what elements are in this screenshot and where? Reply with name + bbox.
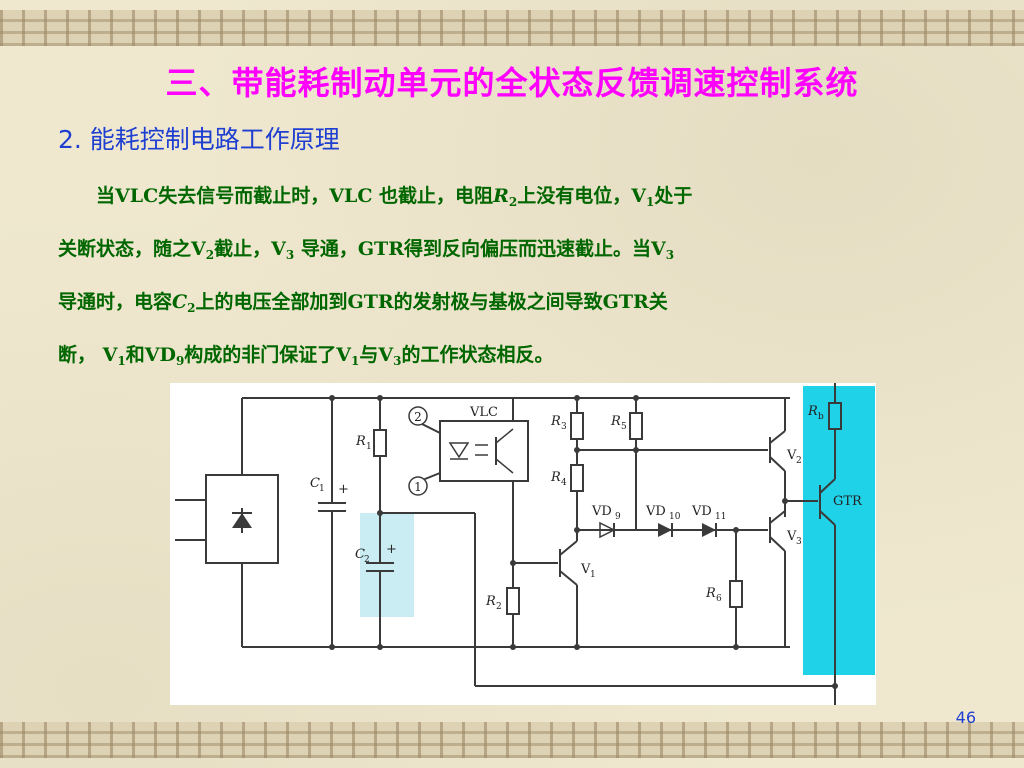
v2-label: V [786,448,797,463]
c1-label-sub: 1 [319,484,325,494]
vd9-label-sub: 9 [615,512,621,522]
vd9-label: VD [591,504,612,519]
r5-resistor [629,412,643,440]
gtr-emitter-lead [819,510,836,526]
circuit-diagram: 2 1 VLC R 1 C 1 + C 2 + R 2 R 3 R 4 R 5 … [175,383,875,705]
c1-plus-label: + [338,482,349,497]
page-number: 46 [955,708,976,727]
v2-emitter-lead [769,456,786,472]
paragraph-line-1: 当VLC失去信号而截止时，VLC 也截止，电阻R2上没有电位，V1处于 [96,185,693,209]
slide-title: 三、带能耗制动单元的全状态反馈调速控制系统 [165,64,859,102]
r1-label-sub: 1 [366,442,372,452]
vlc-label: VLC [469,405,498,420]
paragraph-line-2: 关断状态，随之V2截止，V3 导通，GTR得到反向偏压而迅速截止。当V3 [58,238,675,262]
gtr-label: GTR [833,494,863,509]
r6-label-sub: 6 [716,594,722,604]
v1-label-sub: 1 [590,570,596,580]
v3-label: V [786,529,797,544]
v3-collector-lead [769,510,786,524]
junction-dot [574,447,580,453]
vd11-diode-icon [702,523,716,537]
gtr-collector-lead [819,478,836,494]
r3-label-sub: 3 [561,422,567,432]
rectifier-diode-icon [232,513,252,528]
junction-dot [832,683,838,689]
r6-label: R [705,586,716,601]
vd11-label-sub: 11 [715,512,726,522]
rb-label: R [807,404,818,419]
r5-label: R [610,414,621,429]
vlc-optocoupler [439,420,529,482]
junction-dot [633,447,639,453]
rb-label-sub: b [818,412,824,422]
junction-dot [633,395,639,401]
junction-dot [377,395,383,401]
v1-emitter-lead [559,570,578,586]
c1-label: C [310,476,320,491]
junction-dot [574,644,580,650]
paragraph-line-3: 导通时，电容C2上的电压全部加到GTR的发射极与基极之间导致GTR关 [58,291,668,315]
vd10-label-sub: 10 [669,512,681,522]
vd10-label: VD [645,504,666,519]
junction-dot [782,498,788,504]
r3-resistor [570,412,584,440]
v1-label: V [580,562,591,577]
junction-dot [329,644,335,650]
v2-collector-lead [769,430,786,444]
gtr-highlight [803,386,875,675]
r6-resistor [729,580,743,608]
circuit-diagram-panel: 2 1 VLC R 1 C 1 + C 2 + R 2 R 3 R 4 R 5 … [170,383,876,705]
junction-dot [329,395,335,401]
r1-label: R [355,434,366,449]
junction-dot [377,510,383,516]
top-decorative-border [0,10,1024,46]
junction-dot [733,527,739,533]
junction-dot [377,644,383,650]
c2-label-sub: 2 [364,555,370,565]
r3-label: R [550,414,561,429]
vlc-phototransistor-emitter [495,458,514,474]
vd10-diode-icon [658,523,672,537]
terminal-1-label: 1 [414,480,422,494]
terminal-2-circle [408,406,428,426]
r4-label-sub: 4 [561,478,567,488]
junction-dot [574,395,580,401]
v1-collector-lead [559,540,578,556]
c2-highlight [360,513,414,617]
vd9-diode-icon [599,521,616,539]
r2-resistor [506,587,520,615]
r2-label: R [485,594,496,609]
vlc-led-icon [448,442,470,459]
terminal-1-circle [408,476,428,496]
vlc-phototransistor-collector [495,428,514,444]
junction-dot [510,560,516,566]
bottom-decorative-border [0,722,1024,758]
r4-label: R [550,470,561,485]
r5-label-sub: 5 [621,422,627,432]
terminal-2-label: 2 [414,410,422,424]
c2-label: C [355,547,365,562]
vd11-label: VD [691,504,712,519]
v3-emitter-lead [769,536,786,552]
rectifier-block [205,474,279,564]
r2-label-sub: 2 [496,602,502,612]
v2-label-sub: 2 [796,456,802,466]
r4-resistor [570,464,584,492]
paragraph-line-4: 断， V1和VD9构成的非门保证了V1与V3的工作状态相反。 [58,344,554,368]
explanation-paragraph: 当VLC失去信号而截止时，VLC 也截止，电阻R2上没有电位，V1处于 关断状态… [58,170,968,382]
junction-dot [510,644,516,650]
section-subtitle: 2. 能耗控制电路工作原理 [58,125,340,154]
v3-label-sub: 3 [796,537,802,547]
junction-dot [574,527,580,533]
junction-dot [733,644,739,650]
r1-resistor [373,429,387,457]
c2-plus-label: + [386,542,397,557]
